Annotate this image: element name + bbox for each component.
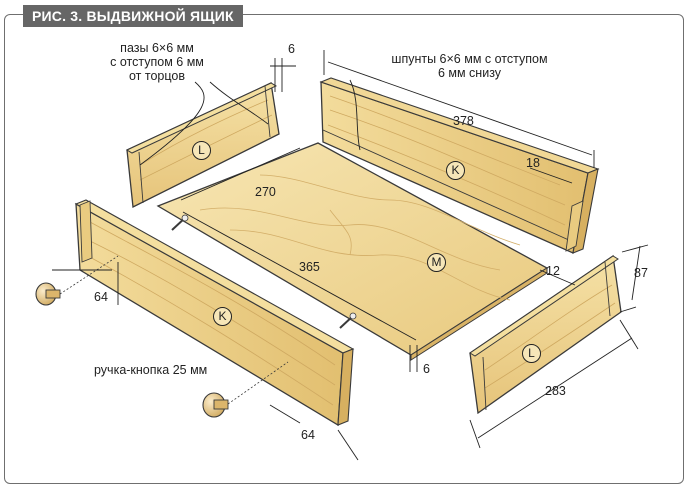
dim-bottom-length: 365 <box>299 260 320 274</box>
dim-tongue-height: 18 <box>526 156 540 170</box>
dim-bottom-thickness: 6 <box>423 362 430 376</box>
dim-knob-left: 64 <box>94 290 108 304</box>
dimension-lines <box>52 50 649 461</box>
part-label-bottom: M <box>427 253 446 272</box>
side-panel-right <box>469 254 622 415</box>
dim-back-length: 378 <box>453 114 474 128</box>
dim-knob-right: 64 <box>301 428 315 442</box>
knob-right <box>202 361 289 418</box>
bottom-panel <box>156 142 549 361</box>
part-label-back: K <box>446 161 465 180</box>
dowels <box>171 214 357 329</box>
callout-grooves-line3: от торцов <box>129 69 185 83</box>
callout-grooves: пазы 6×6 мм с отступом 6 мм от торцов <box>92 41 222 83</box>
part-label-side-right: L <box>522 344 541 363</box>
callout-grooves-line2: с отступом 6 мм <box>110 55 204 69</box>
callout-tongues: шпунты 6×6 мм с отступом 6 мм снизу <box>372 52 567 80</box>
callout-grooves-line1: пазы 6×6 мм <box>120 41 194 55</box>
callout-tongues-line2: 6 мм снизу <box>437 66 502 80</box>
callout-tongues-line1: шпунты 6×6 мм с отступом <box>391 52 548 66</box>
front-panel <box>74 199 355 427</box>
dim-groove-offset: 6 <box>288 42 295 56</box>
part-label-side-left: L <box>192 141 211 160</box>
dim-side-offset: 12 <box>546 264 560 278</box>
part-label-front: K <box>213 307 232 326</box>
callout-knob: ручка-кнопка 25 мм <box>94 363 208 377</box>
dim-side-height: 87 <box>634 266 648 280</box>
knob-left <box>35 255 119 306</box>
figure-title: РИС. 3. ВЫДВИЖНОЙ ЯЩИК <box>23 5 243 27</box>
dim-side-length: 283 <box>545 384 566 398</box>
dim-bottom-width: 270 <box>255 185 276 199</box>
figure-frame <box>4 14 684 484</box>
